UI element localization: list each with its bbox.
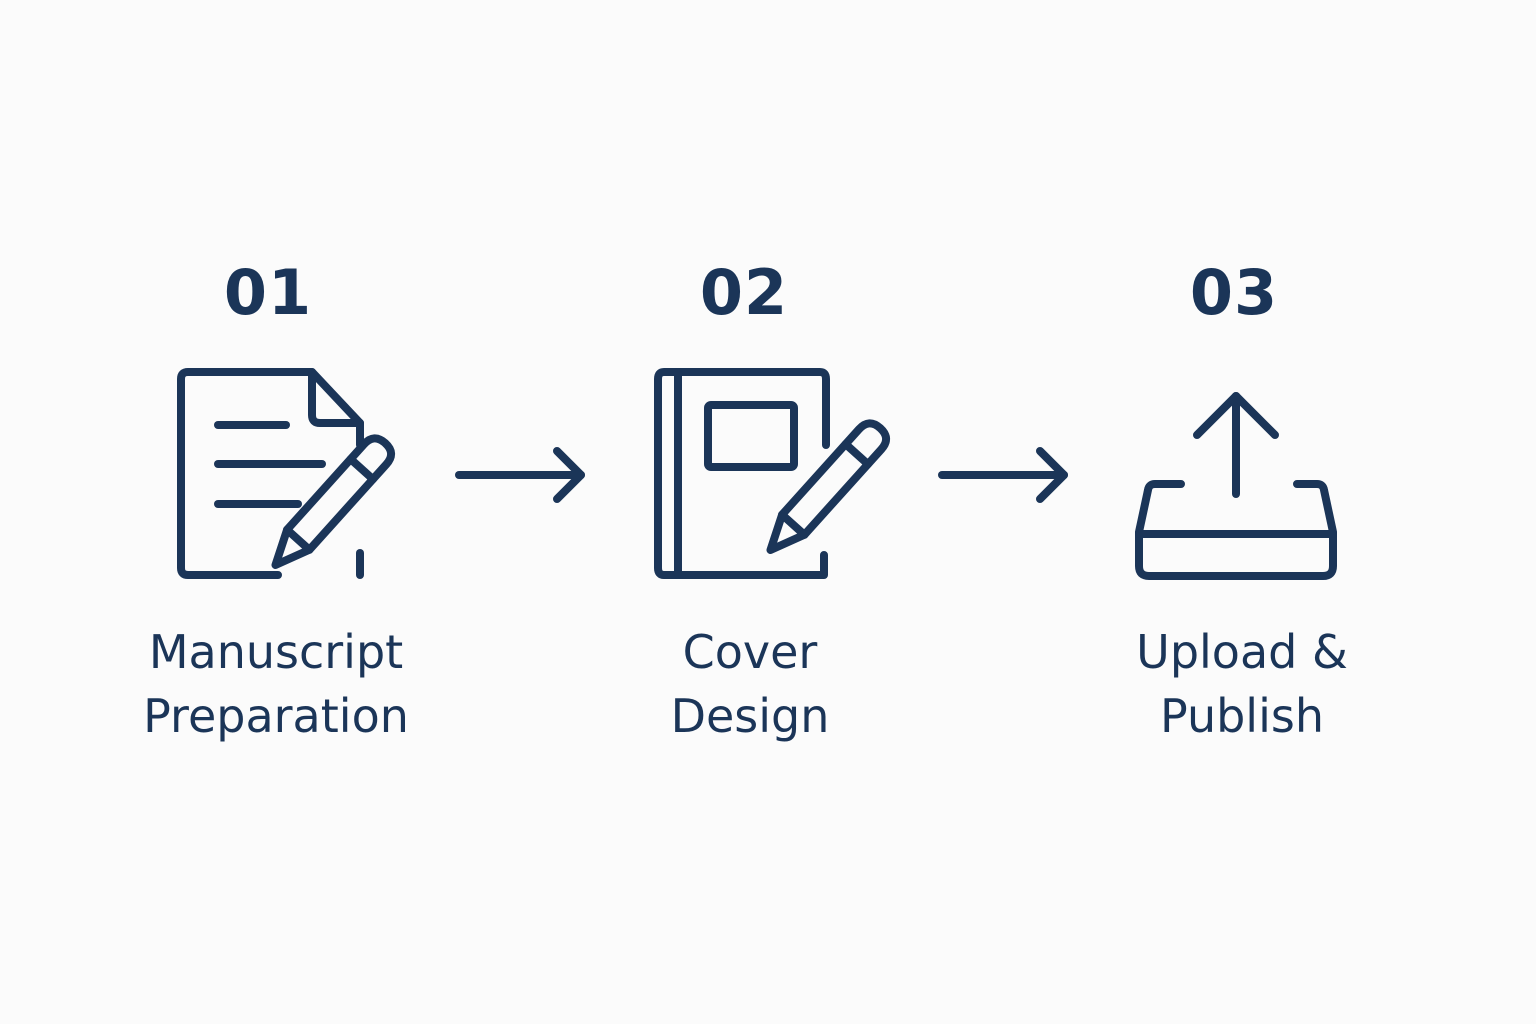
arrow-right-icon [455,447,585,503]
step-3-label-line2: Publish [1160,689,1324,743]
arrow-right-icon [938,447,1068,503]
step-3-number: 03 [1189,256,1279,329]
book-pencil-icon [654,368,891,579]
step-3-label-line1: Upload & [1136,625,1348,679]
step-3-label: Upload & Publish [1062,620,1422,748]
step-1-number: 01 [223,256,313,329]
step-2-label-line1: Cover [682,625,818,679]
step-2-label-line2: Design [670,689,830,743]
step-1-label: Manuscript Preparation [96,620,456,748]
step-2-number: 02 [699,256,789,329]
step-2-label: Cover Design [570,620,930,748]
step-1-label-line2: Preparation [143,689,409,743]
document-pencil-icon [177,368,396,579]
upload-tray-icon [1135,392,1337,580]
step-1-label-line1: Manuscript [148,625,404,679]
